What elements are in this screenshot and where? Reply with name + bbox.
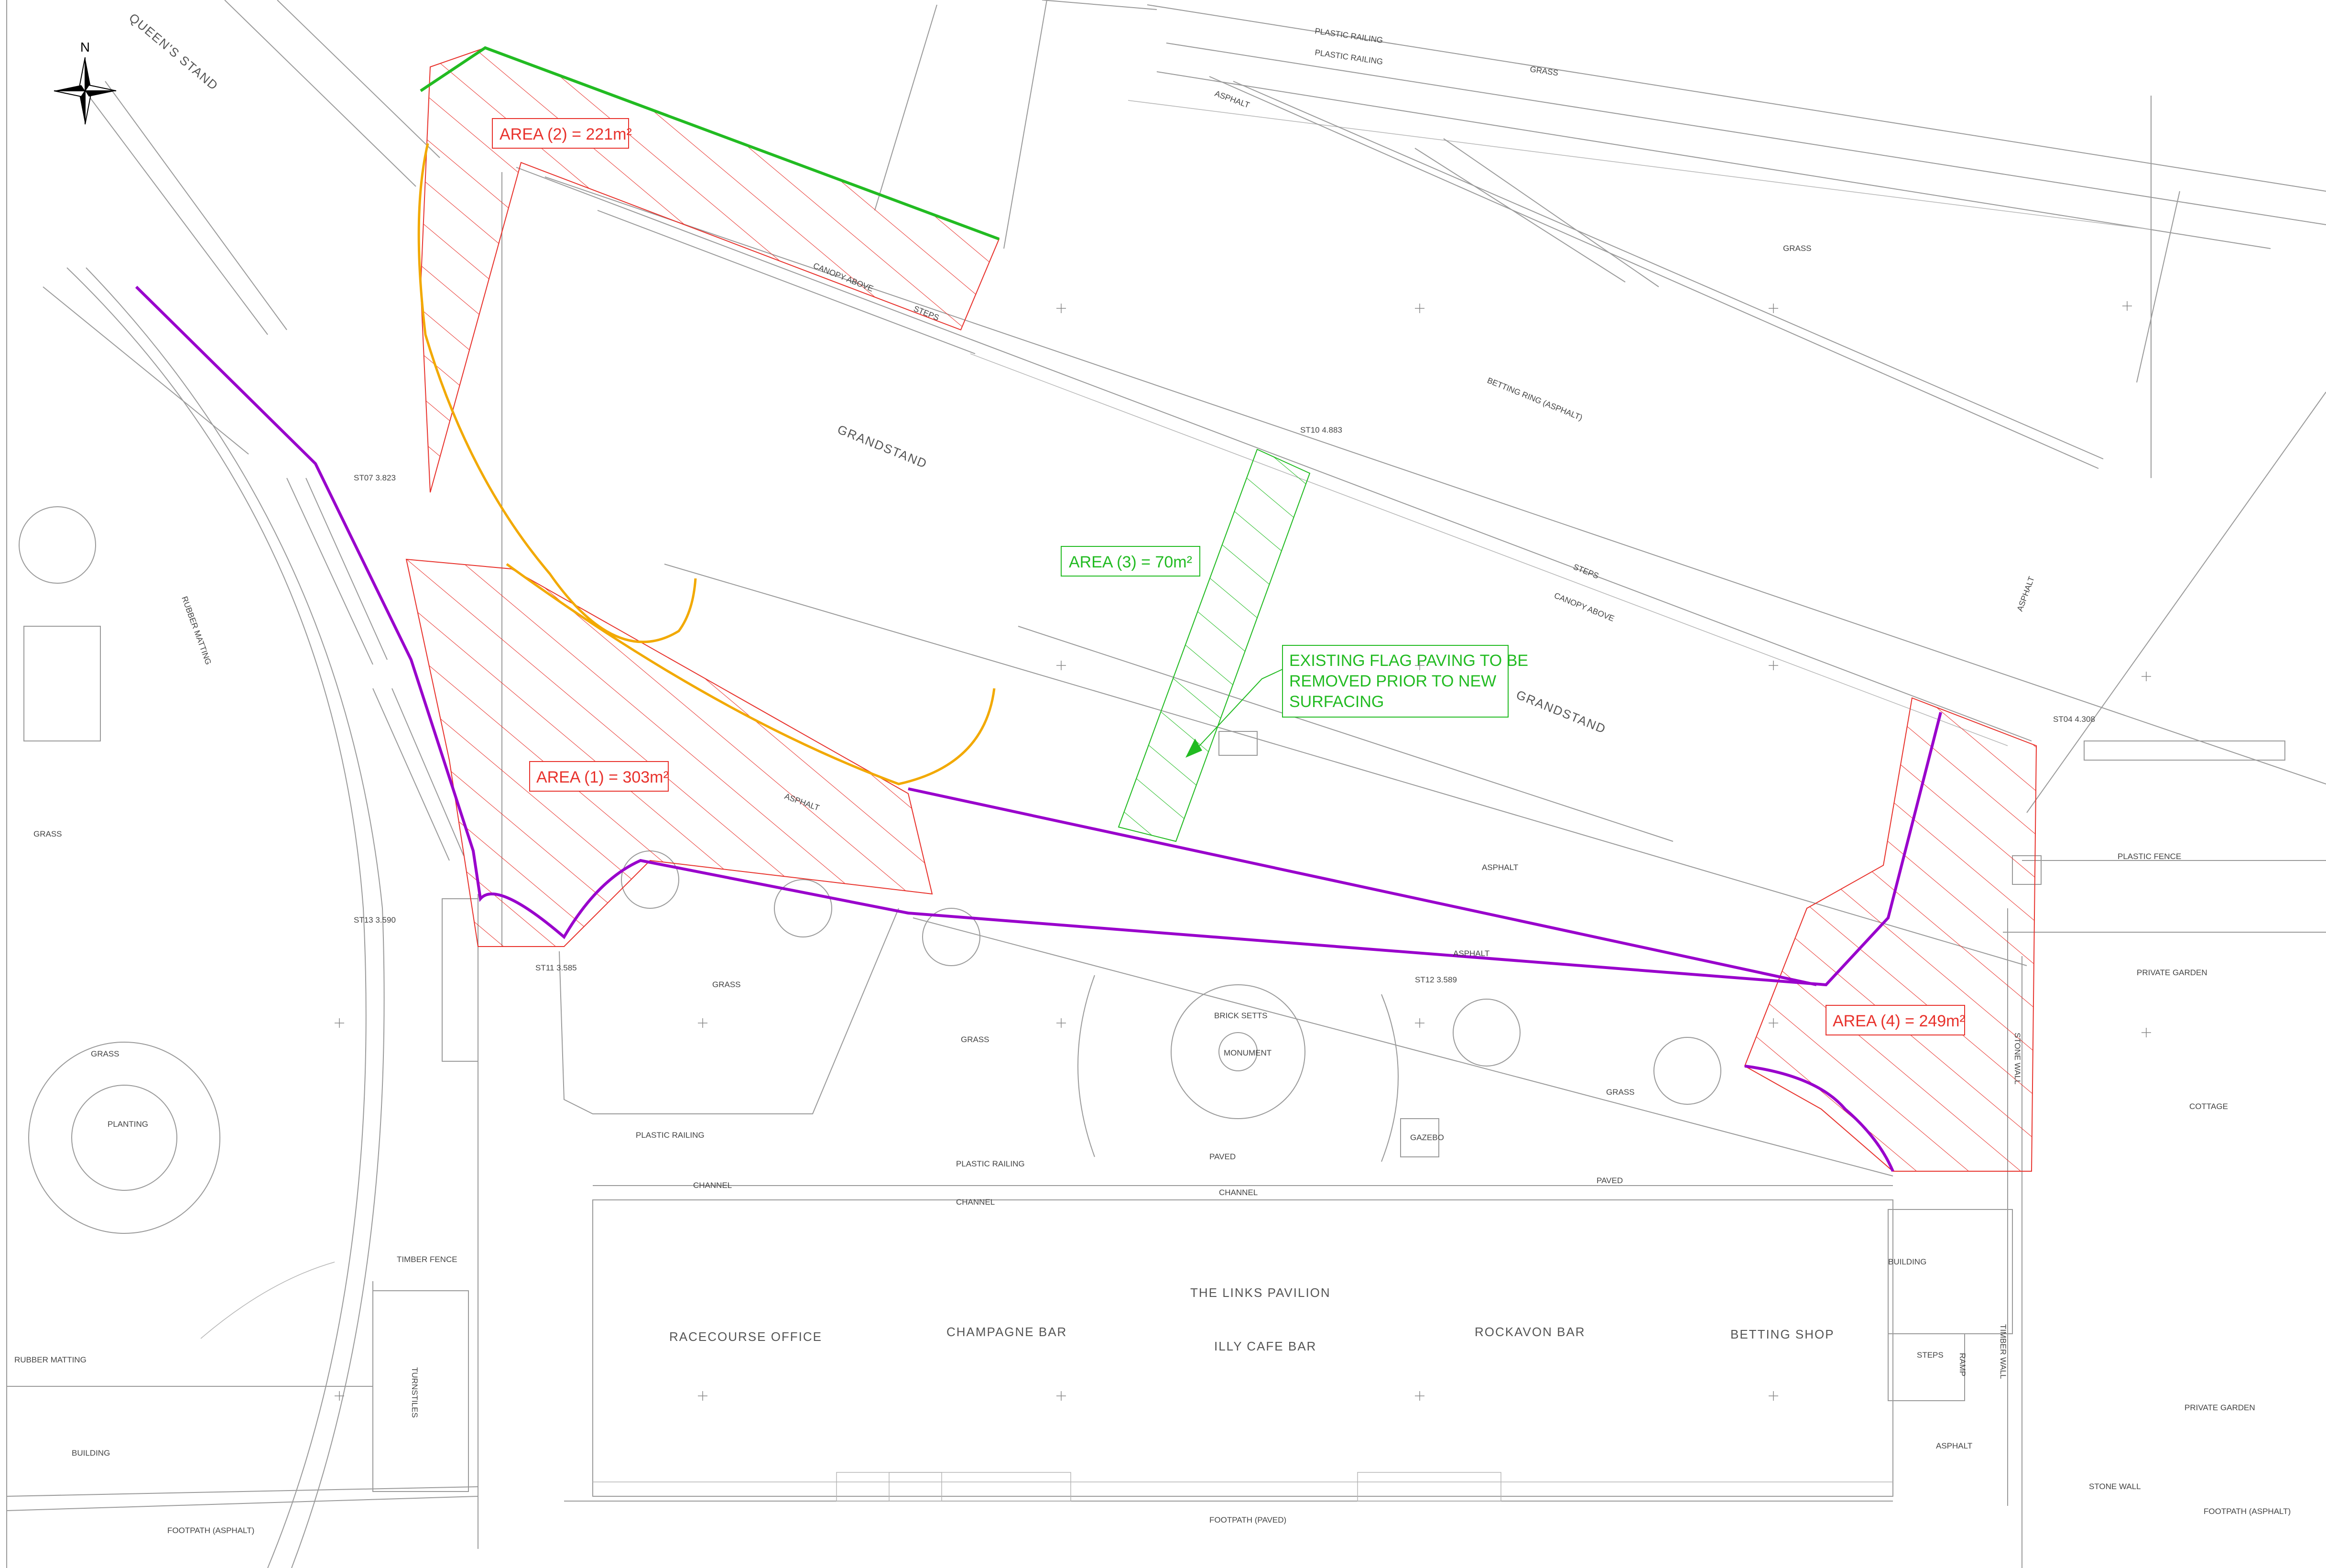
green-boundary-line: [420, 46, 1000, 240]
label-plastic-railing-1: PLASTIC RAILING: [636, 1131, 705, 1140]
paving-note: EXISTING FLAG PAVING TO BE REMOVED PRIOR…: [1185, 645, 1528, 758]
label-turnstiles: TURNSTILES: [410, 1367, 419, 1418]
area-1-hatch: [405, 558, 933, 947]
north-label: N: [80, 40, 90, 54]
label-st07: ST07 3.823: [354, 473, 396, 482]
label-plastic-railing-2: PLASTIC RAILING: [956, 1159, 1025, 1168]
label-channel-3: CHANNEL: [1219, 1188, 1258, 1197]
area-4-text: AREA (4) = 249m²: [1833, 1012, 1965, 1030]
label-footpath-asphalt-2: FOOTPATH (ASPHALT): [2204, 1507, 2291, 1516]
area-3-label: AREA (3) = 70m²: [1061, 546, 1200, 577]
label-rockavon-bar: ROCKAVON BAR: [1475, 1325, 1586, 1339]
survey-markers: [335, 301, 2151, 1401]
label-brick-setts: BRICK SETTS: [1214, 1011, 1267, 1020]
label-private-garden-2: PRIVATE GARDEN: [2185, 1403, 2255, 1412]
label-footpath-asphalt-1: FOOTPATH (ASPHALT): [167, 1526, 254, 1535]
label-st11: ST11 3.585: [535, 963, 577, 972]
label-plastic-fence: PLASTIC FENCE: [2118, 852, 2181, 861]
label-timber-wall: TIMBER WALL: [1999, 1324, 2008, 1379]
label-channel-2: CHANNEL: [956, 1198, 995, 1207]
north-arrow-icon: N: [54, 40, 117, 125]
label-planting: PLANTING: [108, 1120, 148, 1129]
label-building-2: BUILDING: [1888, 1257, 1926, 1266]
label-racecourse-office: RACECOURSE OFFICE: [669, 1329, 822, 1344]
label-timber-fence: TIMBER FENCE: [397, 1255, 457, 1264]
label-building-1: BUILDING: [72, 1448, 110, 1458]
label-asphalt-3: ASPHALT: [1936, 1441, 1972, 1450]
area-4-hatch: [1744, 697, 2037, 1172]
label-grass-4: GRASS: [1606, 1088, 1635, 1097]
area-2-label: AREA (2) = 221m²: [492, 118, 632, 149]
label-rubber-matting-1: RUBBER MATTING: [14, 1355, 87, 1364]
label-st10: ST10 4.883: [1300, 425, 1342, 435]
area-1-text: AREA (1) = 303m²: [536, 768, 669, 786]
label-stone-wall-1: STONE WALL: [2089, 1482, 2141, 1491]
purple-boundary-line: [135, 285, 1942, 1172]
label-asphalt-2: ASPHALT: [1453, 949, 1489, 958]
label-st04: ST04 4.308: [2053, 715, 2095, 724]
label-grass-3: GRASS: [961, 1035, 989, 1044]
label-st13: ST13 3.590: [354, 915, 396, 925]
area-1-label: AREA (1) = 303m²: [529, 761, 669, 792]
label-grass-5: GRASS: [33, 829, 62, 838]
label-paved-2: PAVED: [1597, 1176, 1623, 1185]
label-st12: ST12 3.589: [1415, 975, 1457, 984]
label-cottage: COTTAGE: [2189, 1102, 2228, 1111]
orange-boundary-line: [417, 143, 996, 785]
area-3-text: AREA (3) = 70m²: [1069, 553, 1192, 571]
label-channel-1: CHANNEL: [693, 1181, 732, 1190]
label-stone-wall-2: STONE WALL: [2013, 1033, 2022, 1085]
base-linework: [6, 0, 2326, 1568]
area-2-text: AREA (2) = 221m²: [500, 125, 632, 143]
area-4-label: AREA (4) = 249m²: [1826, 1005, 1965, 1035]
label-footpath-paved: FOOTPATH (PAVED): [1209, 1515, 1286, 1524]
label-grass-1: GRASS: [1783, 244, 1812, 253]
note-line-2: REMOVED PRIOR TO NEW: [1289, 672, 1496, 690]
label-betting-shop: BETTING SHOP: [1730, 1327, 1835, 1341]
area-3-hatch: [1118, 448, 1311, 842]
label-grass-2: GRASS: [712, 980, 741, 989]
note-line-1: EXISTING FLAG PAVING TO BE: [1289, 652, 1528, 670]
label-ramp: RAMP: [1958, 1353, 1967, 1376]
label-gazebo: GAZEBO: [1410, 1133, 1444, 1142]
label-paved-1: PAVED: [1209, 1152, 1236, 1161]
label-steps-3: STEPS: [1917, 1350, 1944, 1360]
label-champagne-bar: CHAMPAGNE BAR: [946, 1325, 1067, 1339]
label-asphalt-1: ASPHALT: [1482, 863, 1518, 872]
label-grass-6: GRASS: [91, 1049, 120, 1058]
note-line-3: SURFACING: [1289, 693, 1384, 711]
label-private-garden-1: PRIVATE GARDEN: [2137, 968, 2207, 977]
label-illy-cafe-bar: ILLY CAFE BAR: [1214, 1339, 1316, 1353]
label-links-pavilion: THE LINKS PAVILION: [1190, 1285, 1331, 1300]
label-monument: MONUMENT: [1224, 1048, 1272, 1057]
